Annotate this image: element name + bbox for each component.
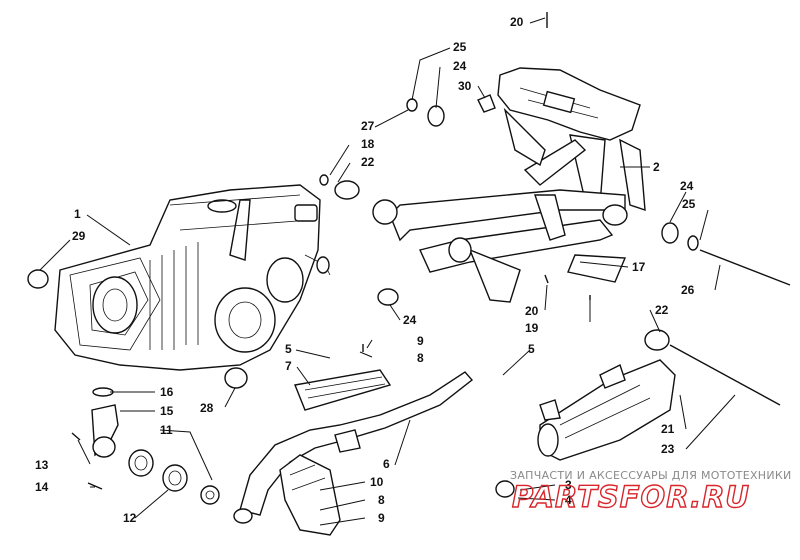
callout-23: 23 (661, 442, 675, 456)
callout-8-bottom: 8 (378, 493, 385, 507)
callout-18: 18 (361, 137, 375, 151)
exhaust-flange-parts (71, 344, 364, 505)
callout-8-top: 8 (417, 351, 424, 365)
callout-15: 15 (160, 404, 174, 418)
exhaust-bracket (334, 429, 361, 453)
watermark-caption: ЗАПЧАСТИ И АКСЕССУАРЫ ДЛЯ МОТОТЕХНИКИ (510, 469, 792, 482)
callout-30: 30 (458, 79, 472, 93)
callout-28: 28 (200, 401, 214, 415)
callout-24-engine: 24 (403, 313, 417, 327)
callout-9-bottom: 9 (378, 511, 385, 525)
callout-25-right: 25 (682, 197, 696, 211)
callout-24-top: 24 (453, 59, 467, 73)
callout-27: 27 (361, 119, 375, 133)
callout-11: 11 (160, 423, 173, 437)
callout-4: 4 (565, 493, 572, 507)
frame-hardware (27, 12, 791, 389)
callout-21: 21 (661, 422, 675, 436)
heat-shield (294, 369, 392, 411)
callout-10: 10 (370, 475, 384, 489)
callout-29: 29 (72, 229, 86, 243)
muffler-mount-bolt (644, 329, 781, 406)
callout-20-top: 20 (510, 15, 524, 29)
callout-12: 12 (123, 511, 137, 525)
callout-5-right: 5 (528, 342, 535, 356)
callout-7: 7 (285, 359, 292, 373)
callout-25-top: 25 (453, 40, 467, 54)
exhaust-pipe (233, 371, 474, 536)
callout-2: 2 (653, 160, 660, 174)
callout-6: 6 (383, 457, 390, 471)
callout-26: 26 (681, 283, 695, 297)
leader-lines (39, 17, 736, 526)
callout-22-right: 22 (655, 303, 669, 317)
callout-24-right: 24 (680, 179, 694, 193)
callout-22-top: 22 (361, 155, 375, 169)
callout-9-top: 9 (417, 334, 424, 348)
callout-5-left: 5 (285, 342, 292, 356)
engine-mount-frame (389, 67, 646, 303)
callout-16: 16 (160, 385, 174, 399)
callout-numbers: 1 29 2 24 25 17 26 20 19 20 25 24 30 27 … (35, 15, 696, 525)
callout-17: 17 (632, 260, 646, 274)
callout-19: 19 (525, 321, 539, 335)
watermark-logo: PARTSFOR.RU (512, 480, 750, 514)
callout-1: 1 (74, 207, 81, 221)
callout-3: 3 (565, 478, 572, 492)
watermark: ЗАПЧАСТИ И АКСЕССУАРЫ ДЛЯ МОТОТЕХНИКИ PA… (510, 469, 792, 515)
engine-assembly (54, 184, 331, 371)
callout-20-lower: 20 (525, 304, 539, 318)
callout-14: 14 (35, 480, 49, 494)
muffler (495, 359, 676, 498)
callout-13: 13 (35, 458, 49, 472)
